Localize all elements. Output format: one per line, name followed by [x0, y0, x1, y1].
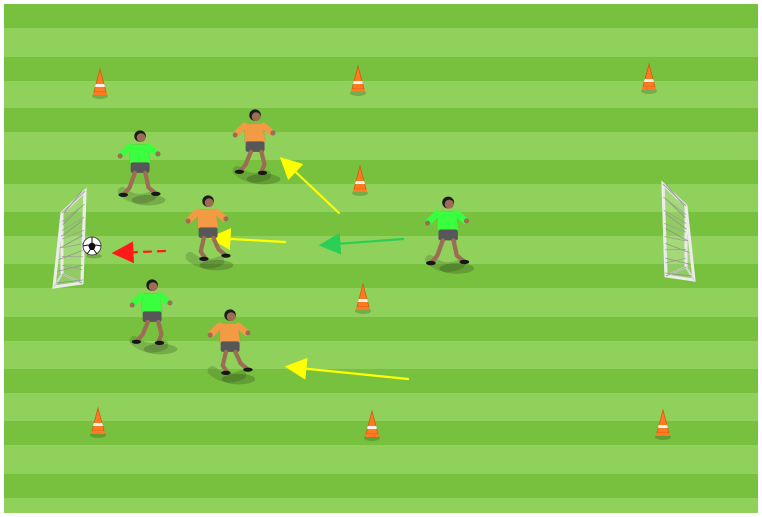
grass-stripe [4, 421, 758, 445]
grass-stripe [4, 4, 758, 28]
grass-stripe [4, 160, 758, 184]
grass-stripe [4, 317, 758, 341]
grass-stripe [4, 212, 758, 236]
grass-stripe [4, 108, 758, 132]
grass-stripe [4, 369, 758, 393]
grass-stripe [4, 474, 758, 498]
grass-stripe [4, 264, 758, 288]
grass-stripe [4, 57, 758, 81]
